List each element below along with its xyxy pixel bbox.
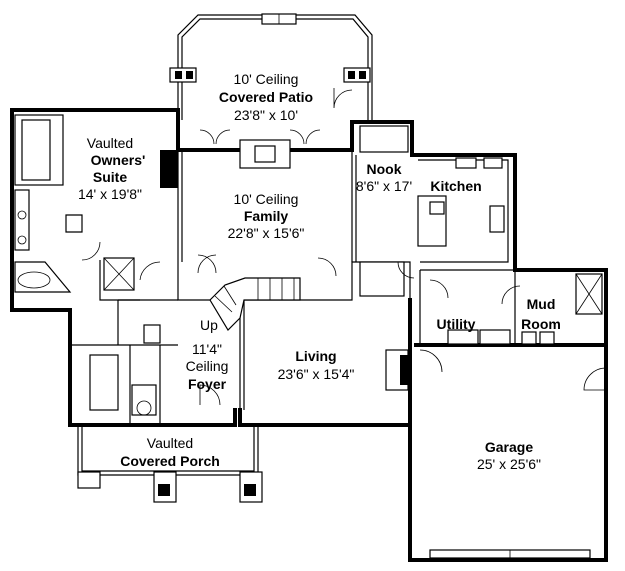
living-name: Living [295, 348, 336, 364]
family-ceiling: 10' Ceiling [234, 191, 299, 207]
owners-suite-ceiling: Vaulted [87, 135, 133, 151]
kitchen-fixtures [359, 125, 509, 297]
staircase [209, 277, 301, 331]
garage-size: 25' x 25'6" [477, 456, 541, 472]
mud-room-name-line2: Room [521, 316, 561, 332]
covered-patio-size: 23'8" x 10' [234, 107, 298, 123]
owners-suite-name-line1: Owners' [91, 152, 146, 168]
foyer-ceiling-height: 11'4" [192, 341, 222, 357]
covered-patio-outline [169, 13, 373, 120]
owners-suite-size: 14' x 19'8" [78, 186, 142, 202]
foyer-name: Foyer [188, 376, 227, 392]
covered-porch-name: Covered Porch [120, 453, 220, 469]
family-fireplace [197, 129, 337, 277]
garage-details [419, 349, 607, 559]
living-fireplace [385, 349, 410, 391]
nook-name: Nook [367, 161, 402, 177]
covered-porch-outline [77, 425, 263, 503]
room-labels: 10' Ceiling Covered Patio 23'8" x 10' Va… [78, 71, 561, 472]
garage-name: Garage [485, 439, 533, 455]
living-size: 23'6" x 15'4" [278, 366, 355, 382]
owners-suite-name-line2: Suite [93, 169, 127, 185]
owners-bath-fixtures [14, 114, 178, 293]
mud-room-name-line1: Mud [527, 296, 556, 312]
covered-patio-name: Covered Patio [219, 89, 313, 105]
covered-patio-ceiling: 10' Ceiling [234, 71, 299, 87]
utility-fixtures [429, 273, 603, 345]
nook-size: 8'6" x 17' [356, 178, 412, 194]
kitchen-name: Kitchen [430, 178, 481, 194]
foyer-ceiling-label: Ceiling [186, 358, 229, 374]
family-name: Family [244, 208, 289, 224]
exterior-walls [10, 108, 608, 562]
family-size: 22'8" x 15'6" [228, 225, 305, 241]
stairs-up-label: Up [200, 317, 218, 333]
utility-name: Utility [437, 316, 476, 332]
powder-bath-fixtures [89, 324, 221, 416]
covered-porch-ceiling: Vaulted [147, 435, 193, 451]
